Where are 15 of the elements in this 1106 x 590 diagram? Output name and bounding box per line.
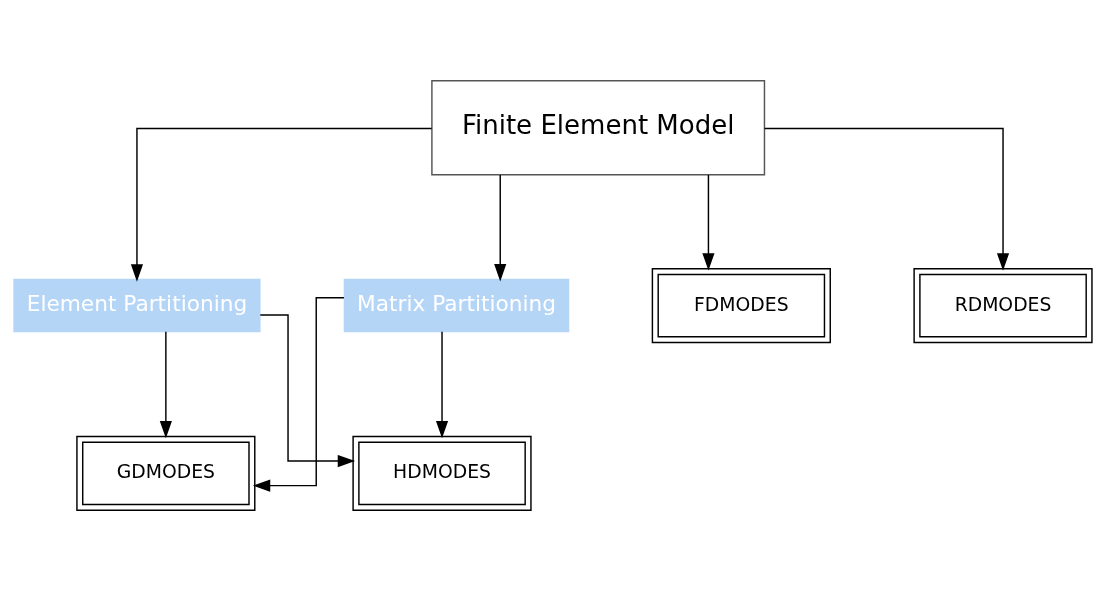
arrow [252, 296, 345, 492]
arrow [494, 173, 507, 281]
node-box: RDMODES [913, 267, 1093, 343]
node-box: Element Partitioning [13, 278, 261, 332]
arrow [130, 127, 433, 282]
arrow [702, 173, 715, 271]
arrow [159, 330, 172, 438]
arrow [763, 127, 1010, 271]
node-box: GDMODES [76, 435, 256, 511]
node-box: FDMODES [651, 267, 831, 343]
node-box: HDMODES [352, 435, 532, 511]
arrow [435, 330, 449, 438]
arrow [259, 313, 356, 467]
node-box: Matrix Partitioning [343, 278, 570, 332]
node-box: Finite Element Model [431, 79, 766, 175]
